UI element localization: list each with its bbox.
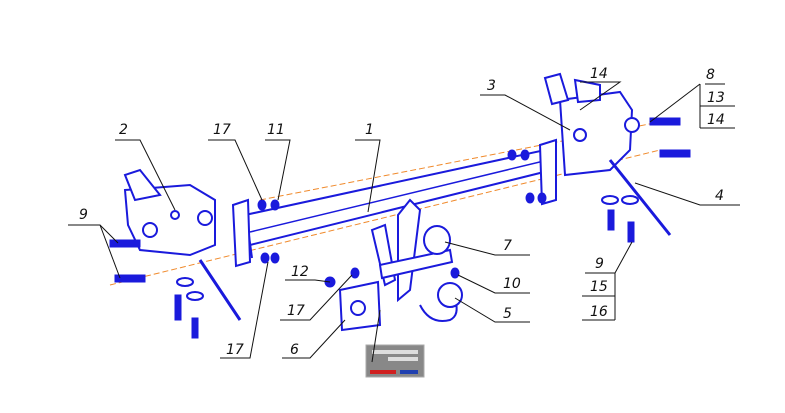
callout-17-bottom: 17 [226, 342, 244, 358]
callout-1: 1 [365, 122, 374, 138]
callout-10: 10 [503, 276, 521, 292]
socket-cover-part-7 [423, 225, 451, 255]
callout-7: 7 [503, 238, 512, 254]
callout-16: 16 [590, 304, 608, 320]
right-bolts-part-8 [601, 117, 691, 243]
callout-9-left: 9 [79, 207, 88, 223]
callout-2: 2 [119, 122, 128, 138]
callout-3: 3 [487, 78, 496, 94]
callout-8: 8 [706, 67, 715, 83]
callout-17-top: 17 [213, 122, 231, 138]
callout-14-top: 14 [590, 66, 608, 82]
callout-4: 4 [715, 188, 724, 204]
callout-17-mid: 17 [287, 303, 305, 319]
callout-14-stack: 14 [707, 112, 725, 128]
left-bolts-part-9 [109, 239, 204, 339]
callout-9-right: 9 [595, 256, 604, 272]
callout-11: 11 [267, 122, 285, 138]
left-bracket-part-2 [123, 168, 242, 321]
nuts-part-11-17 [257, 149, 547, 288]
callout-5: 5 [503, 306, 512, 322]
right-bracket-part-3 [543, 72, 672, 236]
tow-ball-part-5 [437, 282, 463, 308]
crossbeam-part-1 [231, 138, 557, 268]
ball-mount [370, 198, 463, 322]
callout-13: 13 [707, 90, 725, 106]
label-plate-image [365, 309, 425, 378]
callout-6: 6 [290, 342, 299, 358]
callout-12: 12 [291, 264, 309, 280]
callout-15: 15 [590, 279, 608, 295]
leader-lines [68, 81, 740, 359]
socket-plate-part-6 [338, 280, 382, 332]
